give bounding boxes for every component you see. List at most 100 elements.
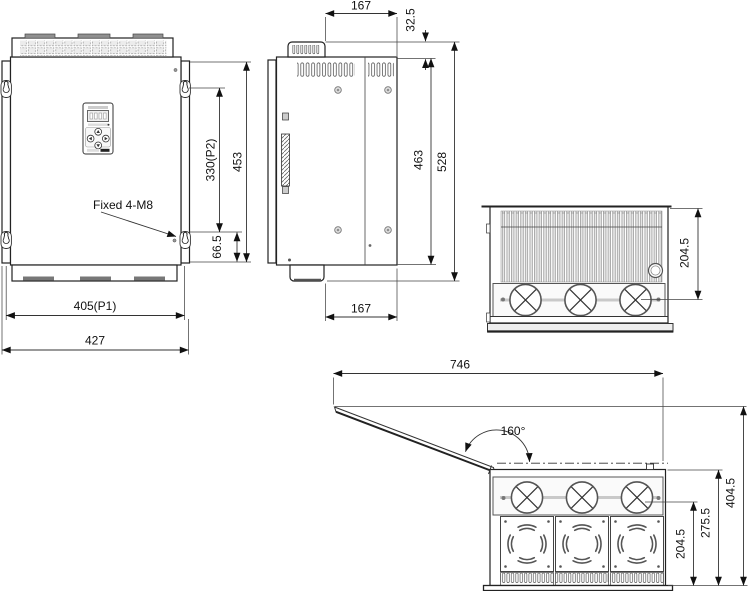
dim-front-mount-width: 405(P1) (5, 266, 185, 320)
fan-guard-panel (610, 516, 664, 572)
display-digit (103, 112, 107, 120)
bottom-plate-slot (80, 276, 111, 281)
down-arrow-icon (96, 144, 100, 148)
dim-front-overall-width: 427 (1, 266, 189, 355)
front-body (9, 56, 182, 266)
screw-dot (288, 258, 291, 262)
top-cap-vent-grid (20, 40, 167, 57)
screw-dot (172, 238, 177, 243)
base-rail (482, 584, 674, 591)
left-arrow-icon (88, 136, 92, 141)
screw-dot (368, 244, 372, 247)
cable-knockout-inner (650, 265, 661, 276)
top-view: 204.5 (481, 205, 703, 333)
dim-open-fan-line-height: 204.5 (645, 501, 748, 586)
keypad-led (107, 123, 110, 126)
right-arrow-icon (104, 136, 108, 141)
dim-front-overall-height: 453 (190, 61, 251, 263)
fixed-screws-callout: Fixed 4-M8 (93, 198, 177, 238)
mounting-ear-top-left (0, 80, 12, 98)
display-digit (98, 112, 102, 120)
fan-guard-panel (500, 516, 554, 572)
dim-160-label: 160° (501, 424, 526, 438)
dim-167-top-label: 167 (351, 0, 371, 13)
dim-746-label: 746 (450, 358, 470, 372)
top-cap-tab (24, 33, 56, 39)
side-bottom-duct (289, 264, 325, 282)
keypad-display (87, 110, 109, 122)
bottom-vent-row (610, 572, 664, 586)
open-angle-callout: 160° (465, 424, 533, 462)
open-cover-view: 746 160° (333, 358, 748, 591)
keypad-led-strip (88, 123, 108, 126)
keypad-label-dark (100, 148, 110, 152)
rail-screw (656, 496, 661, 500)
keypad-label (87, 148, 99, 152)
dim-side-bottom-depth: 167 (325, 268, 398, 321)
fan (510, 481, 544, 514)
dim-32.5-label: 32.5 (404, 8, 418, 32)
fan (620, 481, 654, 514)
dim-top-depth: 204.5 (641, 208, 703, 300)
dim-204.5-open-label: 204.5 (674, 529, 688, 559)
panel-screws (504, 520, 660, 568)
dim-404.5-label: 404.5 (724, 478, 738, 508)
dim-528-label: 528 (435, 152, 449, 172)
keypad-side-profile (281, 133, 290, 187)
angle-arc (465, 429, 533, 462)
keypad (82, 102, 114, 155)
fan (619, 283, 652, 317)
display-digit (94, 112, 98, 120)
heatsink-fins (500, 210, 663, 283)
dim-open-body-height: 275.5 (667, 469, 723, 586)
rail-screw (501, 297, 505, 302)
fan-guard-panel (555, 516, 609, 572)
dim-330-label: 330(P2) (204, 139, 218, 182)
top-cap-tab (132, 33, 164, 39)
keypad-clip-bottom (282, 186, 289, 194)
dim-66.5-label: 66.5 (210, 235, 224, 259)
bottom-vent-row (555, 572, 609, 586)
side-vent-slots (297, 62, 355, 78)
side-vent-slots (368, 62, 394, 78)
side-screw (334, 226, 342, 234)
dim-427-label: 427 (85, 334, 105, 348)
up-arrow-icon (96, 130, 100, 133)
dim-204.5-top-label: 204.5 (678, 238, 692, 268)
side-screw (384, 226, 392, 234)
keypad-clip-top (282, 112, 289, 121)
mounting-ear-top-right (179, 80, 191, 98)
dim-405-label: 405(P1) (74, 299, 117, 313)
mounting-ear-bottom-right (179, 231, 191, 249)
side-tab (486, 223, 491, 234)
side-screw (334, 86, 342, 94)
fan (509, 283, 542, 317)
top-duct-vents (292, 45, 321, 55)
front-view: 453 330(P2) 66.5 Fixed 4-M8 405(P1) 427 (0, 33, 251, 355)
fan (565, 481, 599, 514)
dim-side-body-height: 463 (397, 58, 436, 265)
lid-latch (646, 463, 654, 470)
dim-front-mount-height: 330(P2) (189, 87, 242, 233)
bottom-plate-slot (23, 276, 54, 281)
dim-side-cap-offset: 32.5 (325, 8, 460, 70)
dim-463-label: 463 (412, 150, 426, 170)
dim-275.5-label: 275.5 (699, 508, 713, 538)
fan (564, 283, 597, 317)
bottom-vent-row (500, 572, 554, 586)
dim-side-overall-height: 528 (327, 41, 460, 282)
dim-167-bottom-label: 167 (351, 302, 371, 316)
fixed-4-m8-label: Fixed 4-M8 (93, 198, 153, 212)
screw-dot (173, 68, 178, 72)
side-tab (486, 312, 491, 323)
fan-guard-panels (500, 516, 664, 572)
top-cap-tab (77, 33, 111, 39)
dim-front-bottom-offset: 66.5 (210, 232, 241, 262)
keypad-logo-strip (88, 106, 108, 109)
dim-open-overall-width: 746 (333, 358, 664, 461)
bottom-plate-slot (134, 276, 165, 281)
side-mount-flange (267, 59, 277, 264)
side-view: 167 32.5 463 528 167 (267, 0, 460, 321)
